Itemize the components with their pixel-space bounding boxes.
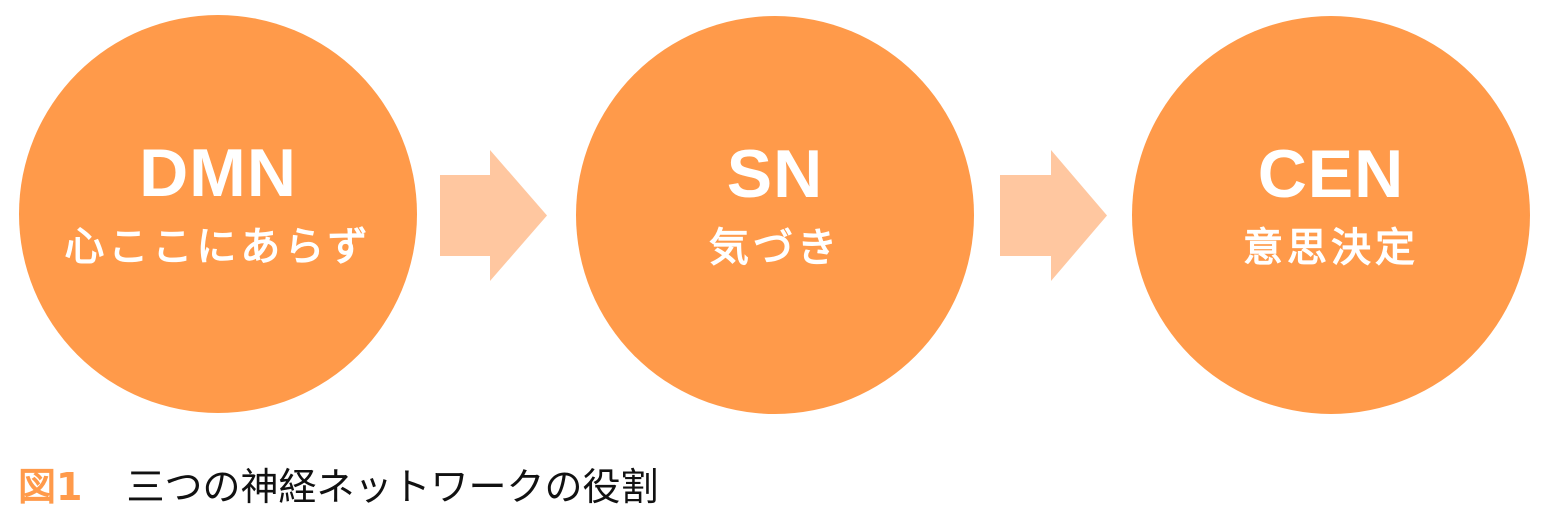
node-description: 心ここにあらず <box>64 224 372 270</box>
right-arrow-icon <box>440 150 547 281</box>
node-cen: CEN 意思決定 <box>1132 16 1530 414</box>
node-dmn: DMN 心ここにあらず <box>19 15 417 413</box>
figure-caption: 図1 三つの神経ネットワークの役割 <box>18 462 658 512</box>
node-abbr: SN <box>726 136 824 212</box>
node-sn: SN 気づき <box>576 16 974 414</box>
node-description: 気づき <box>709 225 841 271</box>
node-abbr: CEN <box>1257 136 1405 212</box>
caption-text: 三つの神経ネットワークの役割 <box>126 465 659 509</box>
node-description: 意思決定 <box>1243 225 1419 271</box>
figure-label: 図1 <box>18 465 83 509</box>
node-abbr: DMN <box>139 135 297 211</box>
right-arrow-icon <box>1000 150 1107 281</box>
